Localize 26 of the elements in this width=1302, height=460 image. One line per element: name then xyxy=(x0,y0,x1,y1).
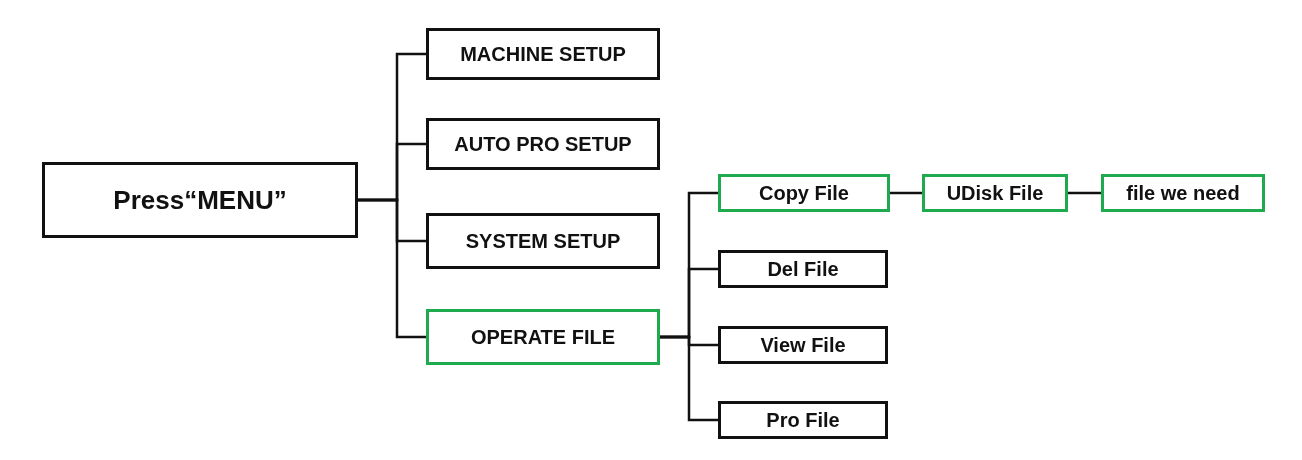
menu-label: AUTO PRO SETUP xyxy=(454,132,632,156)
connector-line xyxy=(358,198,426,339)
menu-box xyxy=(426,213,660,269)
menu-box xyxy=(718,250,888,288)
menu-box xyxy=(718,401,888,439)
menu-box xyxy=(718,174,890,212)
menu-label: file we need xyxy=(1126,181,1240,205)
menu-box xyxy=(426,28,660,80)
menu-box xyxy=(1101,174,1265,212)
menu-box xyxy=(718,326,888,364)
menu-label: Press“MENU” xyxy=(113,184,287,216)
menu-box xyxy=(922,174,1068,212)
menu-label: View File xyxy=(760,333,846,357)
menu-label: OPERATE FILE xyxy=(470,325,616,349)
menu-label: MACHINE SETUP xyxy=(460,42,626,66)
menu-label: Pro File xyxy=(766,408,840,432)
menu-label: SYSTEM SETUP xyxy=(465,229,621,253)
connector-line xyxy=(1068,191,1101,195)
menu-box xyxy=(42,162,358,238)
menu-box xyxy=(426,309,660,365)
menu-label: Del File xyxy=(767,257,839,281)
menu-box xyxy=(426,118,660,170)
connector-line xyxy=(890,191,922,195)
menu-label: UDisk File xyxy=(946,181,1044,205)
menu-label: Copy File xyxy=(759,181,849,205)
connector-line xyxy=(660,335,718,422)
